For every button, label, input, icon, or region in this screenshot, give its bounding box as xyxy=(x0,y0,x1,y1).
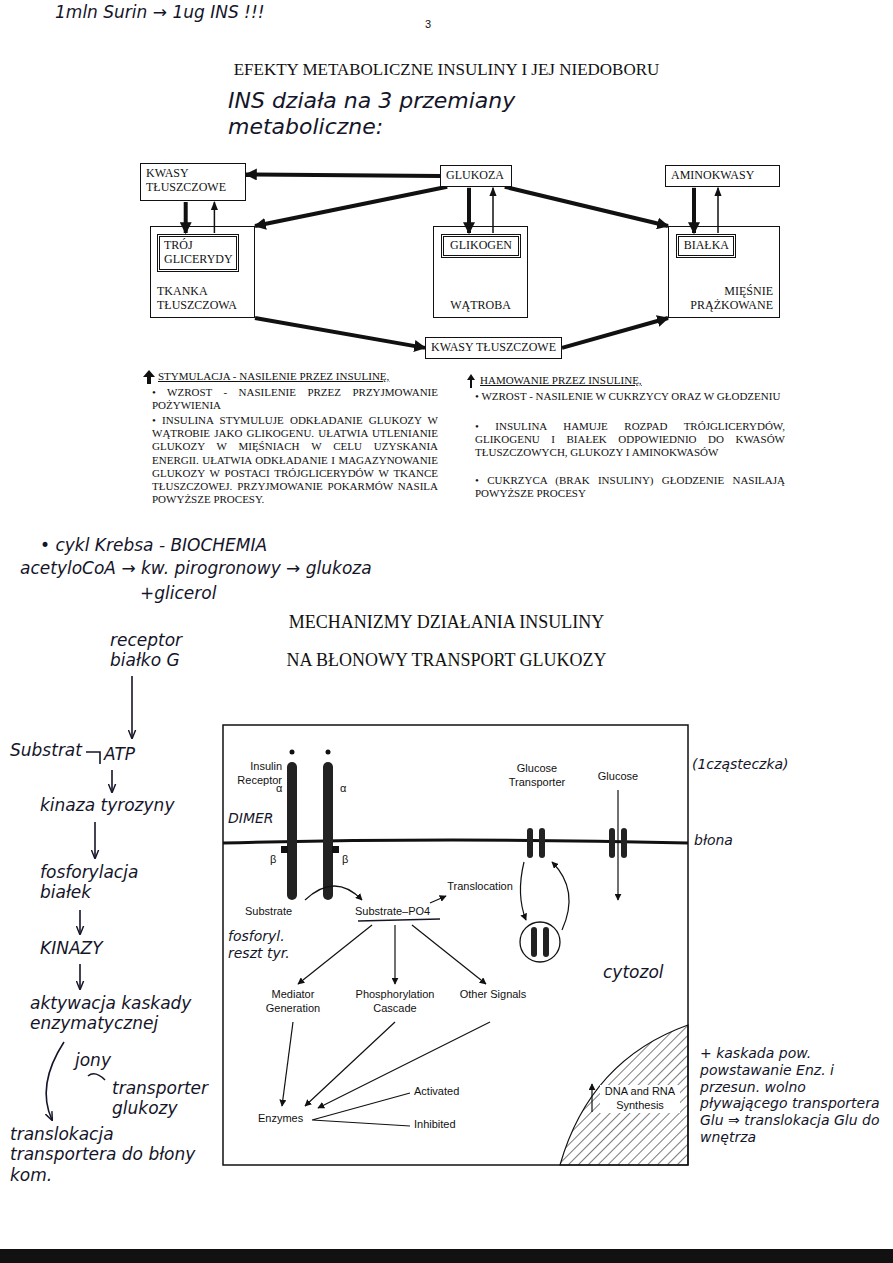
part-label: Enzymes xyxy=(258,1112,310,1126)
part-label: Insulin Receptor xyxy=(226,760,282,788)
section-heading: MECHANIZMY DZIAŁANIA INSULINY xyxy=(0,612,893,633)
pen-note: INS działa na 3 przemiany metaboliczne: xyxy=(228,88,668,141)
stimulation-arrow xyxy=(184,202,188,233)
pen-note: receptor białko G xyxy=(110,630,220,671)
pen-note: • cykl Krebsa - BIOCHEMIA xyxy=(40,535,360,555)
pen-note: (1cząsteczka) xyxy=(692,756,807,773)
signal-arrow xyxy=(282,1022,293,1106)
signal-arrow xyxy=(394,925,395,984)
metabolite-box: BIAŁKA xyxy=(676,234,736,258)
part-label: DNA and RNA Synthesis xyxy=(600,1085,680,1113)
box-text: TRÓJ GLICERYDY xyxy=(164,239,232,267)
part-label: β xyxy=(342,853,354,867)
organ-box: WĄTROBA GLIKOGEN xyxy=(433,226,528,318)
metabolite-box: KWASY TŁUSZCZOWE xyxy=(140,163,246,201)
pen-underline xyxy=(358,919,440,921)
pen-note: fosforyl. reszt tyr. xyxy=(228,928,306,962)
pen-note: fosforylacja białek xyxy=(40,862,165,903)
signal-arrow xyxy=(305,1022,395,1106)
legend-text: STYMULACJA - NASILENIE PRZEZ INSULINĘ, xyxy=(158,370,389,383)
box-text: TKANKA TŁUSZCZOWA xyxy=(157,285,248,313)
enzyme-branch xyxy=(312,1093,410,1126)
stimulation-arrow xyxy=(562,318,668,348)
legend-arrow-sample xyxy=(465,374,477,388)
nucleus-hatch xyxy=(560,1025,688,1165)
signal-arrow xyxy=(412,925,486,984)
box-text: GLUKOZA xyxy=(446,169,506,183)
part-label: Substrate xyxy=(245,905,305,919)
stimulation-arrow xyxy=(255,187,447,226)
pen-note: błona xyxy=(694,832,764,849)
metabolite-box: KWASY TŁUSZCZOWE xyxy=(425,337,562,359)
part-label: Phosphorylation Cascade xyxy=(352,988,438,1016)
organ-box: MIĘŚNIE PRĄŻKOWANE BIAŁKA xyxy=(668,226,780,318)
box-text: BIAŁKA xyxy=(683,239,729,253)
legend-note: • WZROST - NASILENIE PRZEZ PRZYJMOWANIE … xyxy=(152,386,438,412)
page-number: 3 xyxy=(425,18,445,32)
pen-note: ATP xyxy=(104,744,154,764)
part-label: Mediator Generation xyxy=(255,988,331,1016)
glucose-transporter xyxy=(527,828,627,858)
synthesis-arrow xyxy=(591,1084,592,1112)
box-text: KWASY TŁUSZCZOWE xyxy=(146,167,240,195)
part-label: Other Signals xyxy=(458,988,528,1002)
stimulation-arrow xyxy=(505,187,668,226)
legend-note: • INSULINA HAMUJE ROZPAD TRÓJGLICERYDÓW,… xyxy=(475,420,785,460)
page-title: EFEKTY METABOLICZNE INSULINY I JEJ NIEDO… xyxy=(0,60,893,80)
pen-note: translokacja transportera do błony kom. xyxy=(10,1124,215,1185)
translocation-arrow xyxy=(552,862,569,930)
legend-note: • CUKRZYCA (BRAK INSULINY) GŁODZENIE NAS… xyxy=(475,474,785,500)
part-label: Inhibited xyxy=(414,1118,474,1132)
part-label: Translocation xyxy=(440,880,520,894)
glucose-entry-arrow xyxy=(617,790,618,900)
box-text: WĄTROBA xyxy=(440,299,521,313)
pen-note: aktywacja kaskady enzymatycznej xyxy=(30,993,215,1034)
metabolite-box: GLIKOGEN xyxy=(441,234,521,258)
transporter-vesicle xyxy=(520,922,560,962)
pen-note: kinaza tyrozyny xyxy=(40,795,215,815)
pen-note: transporter glukozy xyxy=(112,1078,217,1119)
pen-note: +glicerol xyxy=(140,583,250,603)
part-label: β xyxy=(270,853,282,867)
pen-note: cytozol xyxy=(603,962,678,982)
signal-arrow xyxy=(430,896,446,903)
box-text: KWASY TŁUSZCZOWE xyxy=(431,341,556,355)
part-label: Substrate–PO4 xyxy=(355,905,445,919)
organ-box: TKANKA TŁUSZCZOWA TRÓJ GLICERYDY xyxy=(150,226,255,318)
legend-row: STYMULACJA - NASILENIE PRZEZ INSULINĘ, xyxy=(143,370,443,384)
insulin-receptor xyxy=(281,750,339,901)
signal-arrow xyxy=(298,925,372,984)
phosphorylation-arrow xyxy=(305,886,362,900)
box-text: AMINOKWASY xyxy=(671,169,774,183)
box-text: GLIKOGEN xyxy=(448,239,514,253)
pen-note: + kaskada pow. powstawanie Enz. i przesu… xyxy=(700,1045,888,1146)
metabolite-box: AMINOKWASY xyxy=(665,165,780,187)
legend-note: • WZROST - NASILENIE W CUKRZYCY ORAZ W G… xyxy=(475,390,785,403)
inhibition-arrow xyxy=(214,202,216,233)
scan-edge-bar xyxy=(0,1249,893,1263)
pen-note: 1mln Surin → 1ug INS !!! xyxy=(55,2,375,22)
translocation-arrow xyxy=(520,862,526,920)
legend-text: HAMOWANIE PRZEZ INSULINĘ, xyxy=(480,374,642,387)
part-label: α xyxy=(340,782,352,796)
metabolite-box: GLUKOZA xyxy=(440,165,512,187)
metabolite-box: TRÓJ GLICERYDY xyxy=(157,234,239,272)
figure-frame xyxy=(223,725,688,1165)
legend-row: HAMOWANIE PRZEZ INSULINĘ, xyxy=(465,374,780,388)
pen-note: jony xyxy=(75,1050,125,1070)
part-label: Activated xyxy=(414,1085,474,1099)
part-label: Glucose xyxy=(588,770,648,784)
pen-note: KINAZY xyxy=(40,938,140,958)
pen-note: Substrat xyxy=(10,740,90,760)
stimulation-arrow xyxy=(246,174,440,176)
stimulation-arrow xyxy=(255,318,425,348)
legend-arrow-sample xyxy=(143,370,155,384)
pen-note: acetyloCoA → kw. pirogronowy → glukoza xyxy=(20,558,420,578)
part-label: Glucose Transporter xyxy=(497,762,577,790)
box-text: MIĘŚNIE PRĄŻKOWANE xyxy=(675,285,773,313)
legend-note: • INSULINA STYMULUJE ODKŁADANIE GLUKOZY … xyxy=(152,414,438,506)
pen-note: DIMER xyxy=(228,810,282,827)
part-label: α xyxy=(276,782,288,796)
